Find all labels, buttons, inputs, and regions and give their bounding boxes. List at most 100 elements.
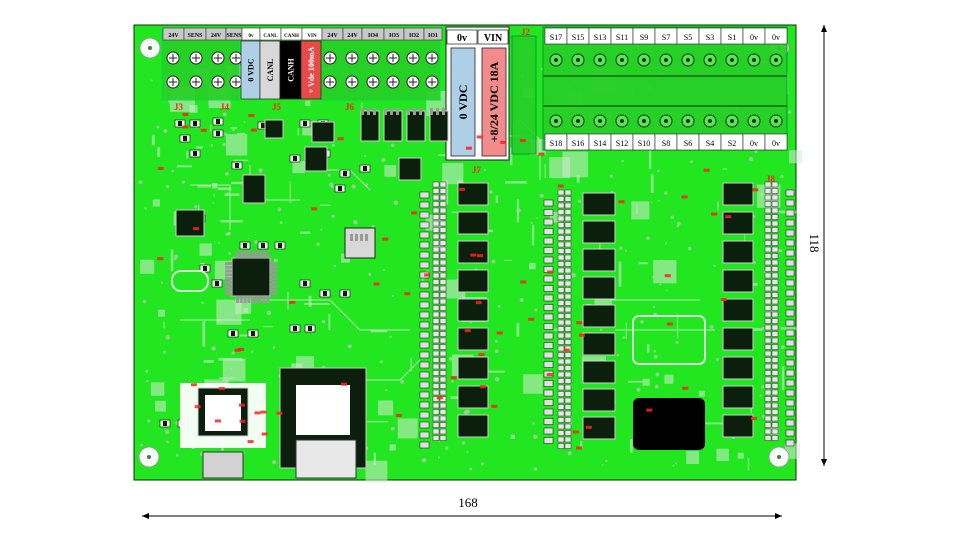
header-pin bbox=[764, 318, 772, 324]
smd-body bbox=[203, 266, 207, 271]
signal-top-label-1: S15 bbox=[572, 33, 584, 42]
via bbox=[539, 193, 544, 198]
smd-component bbox=[419, 351, 430, 359]
header-pin bbox=[432, 318, 440, 324]
via bbox=[175, 453, 179, 457]
pad bbox=[270, 284, 277, 288]
silk-mark bbox=[150, 382, 165, 396]
ref-mark bbox=[341, 382, 348, 386]
mosfet bbox=[457, 298, 489, 322]
mounting-hole-center bbox=[148, 46, 152, 50]
silk-mark bbox=[216, 299, 242, 325]
header-pin bbox=[439, 285, 447, 292]
smd-component bbox=[419, 221, 430, 229]
via bbox=[222, 112, 227, 117]
header-pin bbox=[432, 207, 440, 214]
signal-pin-bottom-center bbox=[752, 119, 756, 123]
header-pin bbox=[771, 279, 779, 285]
pad bbox=[270, 265, 277, 269]
silk-mark bbox=[650, 174, 654, 194]
smd-component bbox=[419, 341, 430, 349]
header-pin bbox=[764, 376, 772, 383]
via bbox=[494, 377, 500, 382]
mcu-chip bbox=[231, 257, 271, 297]
regulator bbox=[398, 157, 422, 181]
smd-body bbox=[193, 121, 197, 126]
header-pin bbox=[432, 383, 440, 389]
silk-mark bbox=[704, 422, 725, 425]
via bbox=[391, 143, 395, 148]
silk-mark bbox=[230, 126, 238, 129]
header-pin bbox=[771, 331, 779, 337]
connector-label-2: 24V bbox=[211, 33, 222, 39]
smd-component bbox=[419, 421, 430, 429]
smd-component bbox=[543, 313, 554, 321]
silk-mark bbox=[510, 434, 516, 440]
connector-label-11: IO3 bbox=[389, 33, 399, 39]
header-pin bbox=[432, 253, 440, 259]
ref-j6: J6 bbox=[345, 102, 355, 112]
via bbox=[787, 110, 792, 114]
smd-body bbox=[323, 291, 327, 296]
header-pin bbox=[771, 324, 779, 331]
connector-vertical-label-2: CANH bbox=[287, 57, 296, 81]
silk-mark bbox=[163, 321, 165, 329]
header-pin bbox=[439, 227, 447, 233]
header-pin bbox=[564, 235, 572, 241]
header-pin bbox=[564, 267, 572, 274]
header-pin bbox=[432, 305, 440, 311]
silk-mark bbox=[289, 181, 291, 203]
header-pin bbox=[557, 235, 565, 241]
pad bbox=[262, 251, 266, 258]
ref-j4: J4 bbox=[220, 102, 230, 112]
via bbox=[208, 100, 212, 104]
silk-mark bbox=[218, 357, 243, 361]
height-arrow-top bbox=[821, 25, 827, 32]
silk-mark bbox=[237, 133, 246, 135]
silk-mark bbox=[199, 243, 212, 256]
usb-connector bbox=[202, 451, 244, 479]
header-pin bbox=[432, 363, 440, 370]
header-pin bbox=[564, 417, 572, 423]
header-pin bbox=[564, 339, 572, 345]
via bbox=[254, 240, 259, 245]
via bbox=[690, 160, 693, 164]
header-pin bbox=[439, 376, 447, 383]
signal-bottom-label-4: S10 bbox=[638, 139, 650, 148]
via bbox=[320, 228, 323, 231]
header-pin bbox=[764, 383, 772, 389]
header-pin bbox=[764, 240, 772, 246]
smd-body bbox=[251, 331, 255, 336]
mosfet bbox=[722, 414, 754, 438]
silk-mark bbox=[449, 357, 453, 361]
smd-component bbox=[785, 389, 795, 397]
header-pin bbox=[564, 254, 572, 261]
mosfet bbox=[582, 192, 616, 216]
via bbox=[393, 200, 399, 205]
smd-body bbox=[178, 121, 182, 126]
header-pin bbox=[557, 248, 565, 254]
header-pin bbox=[557, 352, 565, 358]
signal-terminal-connector: S17S18S15S16S13S14S11S12S9S10S7S8S5S6S3S… bbox=[542, 26, 788, 151]
smd-component bbox=[543, 418, 554, 425]
header-pin bbox=[557, 404, 565, 410]
silk-mark bbox=[523, 374, 543, 394]
header-pin bbox=[771, 285, 779, 292]
silk-mark bbox=[686, 451, 700, 464]
ref-mark bbox=[470, 253, 477, 257]
pad bbox=[270, 269, 277, 273]
header-pin bbox=[764, 344, 772, 350]
via bbox=[166, 440, 169, 444]
silk-mark bbox=[364, 155, 367, 158]
signal-pin-top-center bbox=[664, 58, 668, 62]
via bbox=[327, 173, 331, 177]
header-pin bbox=[764, 363, 772, 370]
header-pin bbox=[439, 214, 447, 220]
pad bbox=[262, 296, 266, 303]
header-pin bbox=[764, 292, 772, 298]
silk-mark bbox=[495, 195, 499, 203]
ref-mark bbox=[576, 446, 583, 450]
smd-component bbox=[785, 429, 795, 437]
